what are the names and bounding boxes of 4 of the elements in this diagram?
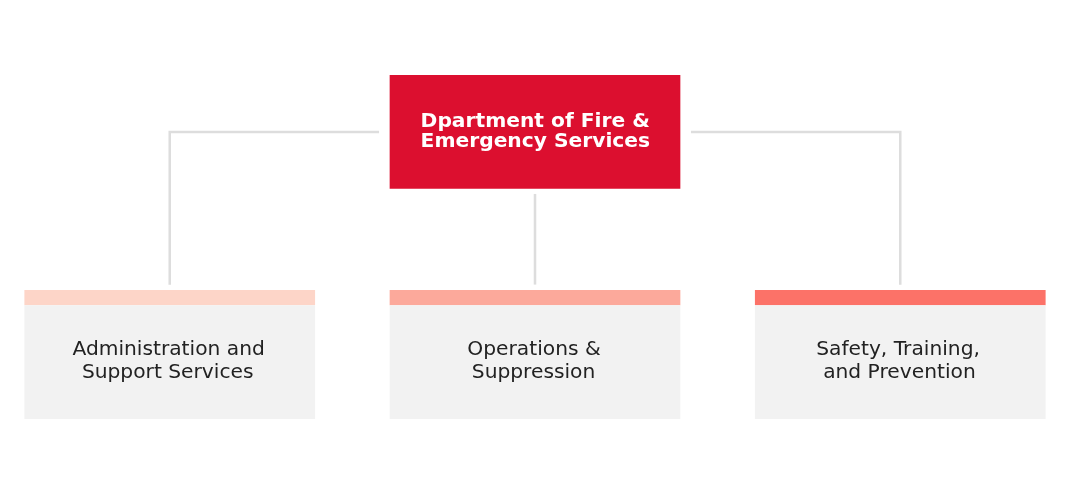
node-box: Dpartment of Fire & Emergency Services [389, 74, 681, 189]
connector [168, 130, 380, 285]
connector [533, 193, 537, 285]
connector [690, 130, 902, 285]
